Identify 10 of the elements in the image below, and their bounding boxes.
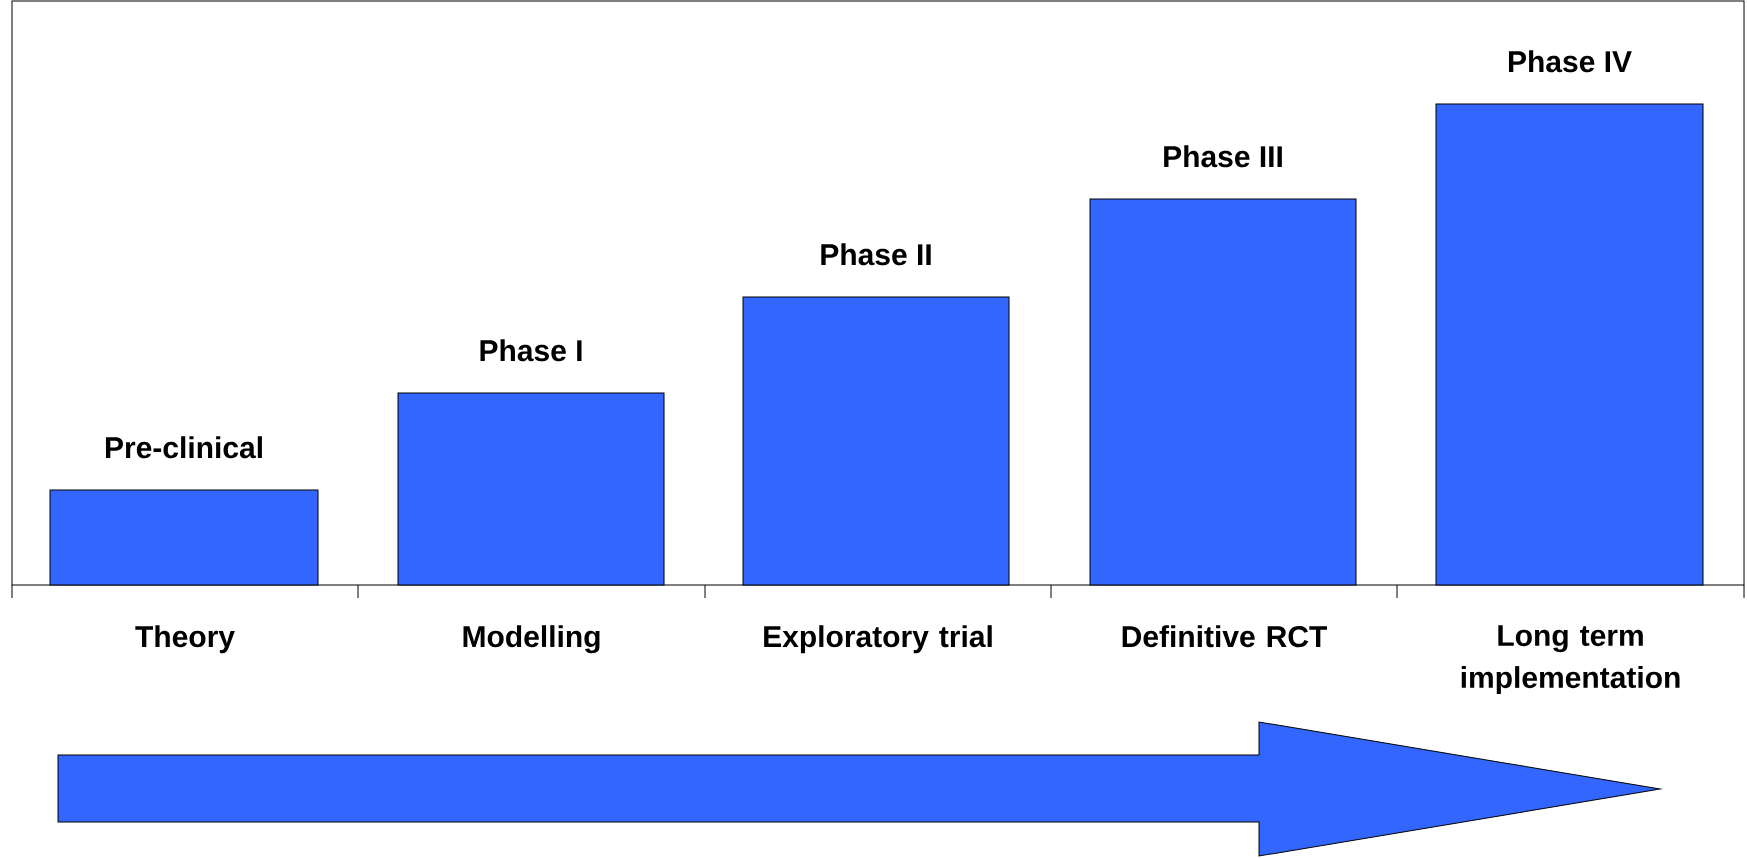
axis-label: Long term implementation	[1461, 625, 1680, 695]
axis-label: Theory	[135, 625, 235, 654]
axis-label: Exploratory trial	[764, 625, 992, 654]
bar-label: Phase I	[480, 339, 582, 362]
axis-label: Modelling	[463, 625, 600, 654]
bar-label: Phase IV	[1509, 50, 1632, 73]
bar-label: Pre-clinical	[106, 436, 262, 459]
bar-label: Phase III	[1164, 145, 1282, 168]
axis-label: Definitive RCT	[1122, 625, 1327, 648]
bar-label: Phase II	[821, 243, 931, 266]
